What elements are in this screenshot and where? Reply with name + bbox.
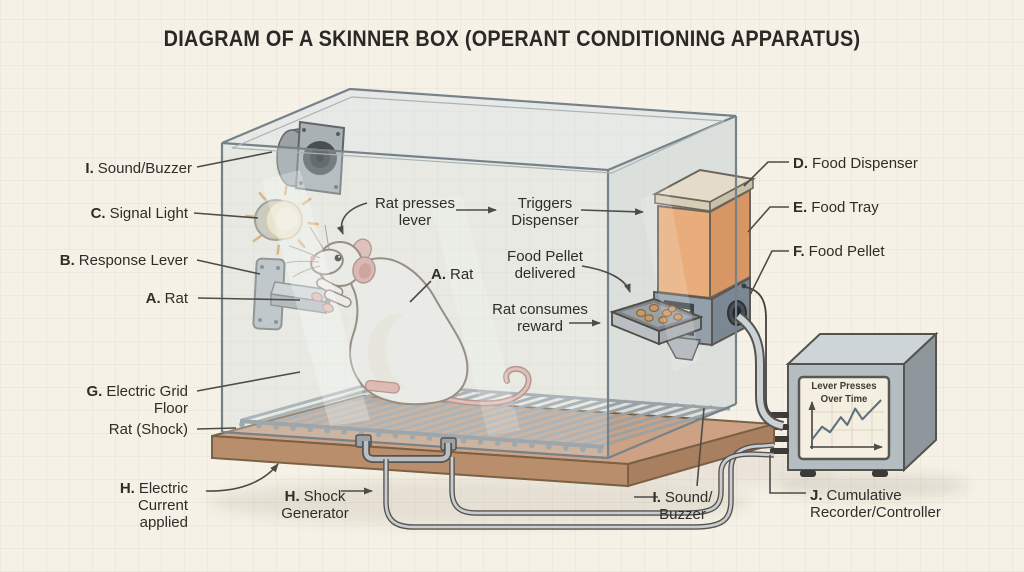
label-shock-generator: H.Shock Generator — [281, 488, 349, 522]
food-pellets — [635, 304, 683, 324]
label-food-dispenser: D.Food Dispenser — [793, 155, 918, 172]
recorder-foot — [800, 470, 816, 477]
label-cumulative-recorder: J.Cumulative Recorder/Controller — [810, 487, 941, 521]
arrow-pellet-to-tray — [581, 265, 631, 293]
arrow-triggers-to-dispenser — [580, 208, 644, 216]
label-food-pellet: F.Food Pellet — [793, 243, 885, 260]
recorder-screen-title: Lever Presses Over Time — [811, 381, 877, 405]
label-food-tray: E.Food Tray — [793, 199, 879, 216]
label-signal-light: C.Signal Light — [90, 205, 188, 222]
wiring — [355, 286, 785, 530]
rat-nose — [310, 255, 316, 261]
recorder-foot — [872, 470, 888, 477]
label-grid-floor: G.Electric Grid Floor — [86, 383, 188, 417]
leader-food-dispenser — [743, 161, 789, 187]
rat-front-paw — [322, 303, 334, 313]
leader-food-pellet — [749, 250, 789, 296]
arrow-electric-current — [205, 463, 279, 492]
leader-signal-light — [193, 212, 259, 219]
glass-reflection — [430, 195, 520, 436]
screen-gridlines — [812, 400, 884, 447]
page-title: DIAGRAM OF A SKINNER BOX (OPERANT CONDIT… — [163, 26, 861, 51]
glass-top-face — [222, 89, 736, 170]
leader-rat-inside — [409, 280, 432, 303]
leader-sound-buzzer — [196, 151, 273, 168]
response-lever — [252, 257, 331, 331]
signal-light-rays — [245, 184, 319, 256]
cable-to-recorder — [383, 442, 775, 530]
leader-sound-buzzer-diagonal — [696, 407, 705, 487]
lever-screws — [258, 265, 280, 324]
label-sound-buzzer-left: I.Sound/Buzzer — [85, 160, 192, 177]
leader-rat-shock — [196, 427, 237, 430]
recorder-chart-line — [811, 399, 882, 441]
leader-lines — [193, 151, 806, 498]
glass-edges — [220, 87, 738, 460]
speaker-screws — [299, 128, 340, 189]
speaker-icon — [276, 120, 346, 196]
dispenser-funnel — [662, 335, 702, 361]
rat-haunch — [385, 312, 451, 392]
label-rat-left: A.Rat — [145, 290, 188, 307]
rat-front-paw — [311, 292, 323, 302]
food-tray — [609, 298, 704, 346]
leader-grid-floor — [196, 371, 301, 392]
arrow-to-rat — [336, 202, 368, 235]
rat-front-leg — [323, 289, 352, 308]
glass-thickness-line — [231, 96, 725, 174]
dispenser-tube — [734, 312, 785, 431]
label-triggers-dispenser: Triggers Dispenser — [511, 195, 579, 229]
label-response-lever: B.Response Lever — [59, 252, 188, 269]
leader-response-lever — [196, 259, 261, 275]
label-rat-consumes: Rat consumes reward — [492, 301, 588, 335]
label-rat-inside: A.Rat — [431, 266, 474, 283]
leader-rat — [197, 297, 301, 301]
cumulative-recorder — [770, 331, 939, 477]
signal-wire — [744, 286, 784, 418]
signal-light — [245, 184, 319, 256]
glass-front-face — [222, 143, 608, 458]
glass-reflection — [640, 185, 700, 372]
leader-food-tray — [747, 206, 789, 233]
rat-hind-foot — [364, 379, 400, 394]
label-rat-presses-lever: Rat presses lever — [374, 195, 456, 229]
rat-whiskers — [285, 224, 330, 278]
leader-cumulative-recorder — [769, 455, 806, 494]
label-pellet-delivered: Food Pellet delivered — [507, 248, 583, 282]
label-sound-buzzer-bottom: I.Sound/ Buzzer — [652, 489, 713, 523]
label-electric-current: H.Electric Current applied — [119, 480, 188, 531]
glass-reflection — [262, 170, 370, 426]
rat-illustration — [285, 224, 532, 407]
recorder-screen — [797, 375, 891, 461]
skinner-box-glass-front — [220, 87, 738, 460]
label-rat-shock: Rat (Shock) — [108, 421, 188, 438]
